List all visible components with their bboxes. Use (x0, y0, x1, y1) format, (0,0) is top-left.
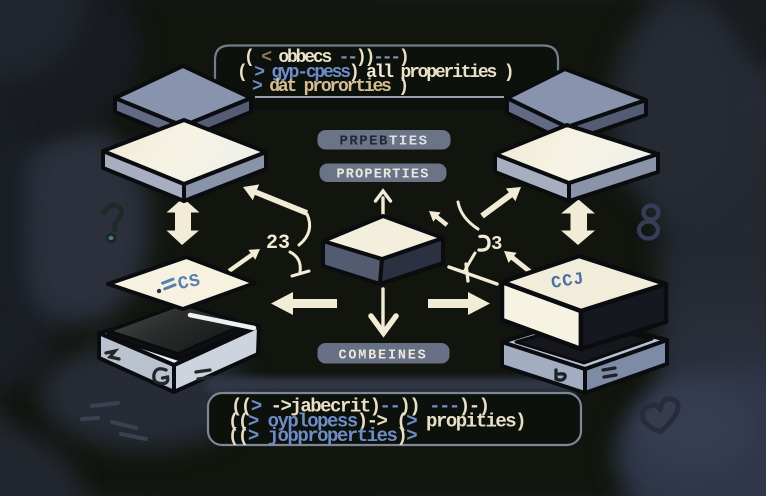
svg-text:COMBEINES: COMBEINES (338, 349, 427, 364)
svg-text:23: 23 (266, 232, 290, 255)
svg-text:CS: CS (176, 271, 202, 295)
svg-text:( > gyp-cpess) all properities: ( > gyp-cpess) all properities ) (237, 63, 512, 83)
svg-text:3: 3 (491, 233, 502, 255)
svg-text:PROPERTIES: PROPERTIES (336, 168, 429, 183)
svg-text:((> ->jabecrit)--)) ---)-): ((> ->jabecrit)--)) ---)-) (231, 396, 489, 418)
svg-text:> dat prororties ): > dat prororties ) (252, 77, 407, 97)
svg-text:((> oyplopess)-> (> propities): ((> oyplopess)-> (> propities) (228, 410, 525, 432)
svg-text:((> jopproperties)>: ((> jopproperties)> (228, 425, 417, 447)
svg-text:( < obbecs --))---): ( < obbecs --))---) (244, 48, 408, 68)
svg-text:PRPEBTIES: PRPEBTIES (339, 134, 428, 150)
